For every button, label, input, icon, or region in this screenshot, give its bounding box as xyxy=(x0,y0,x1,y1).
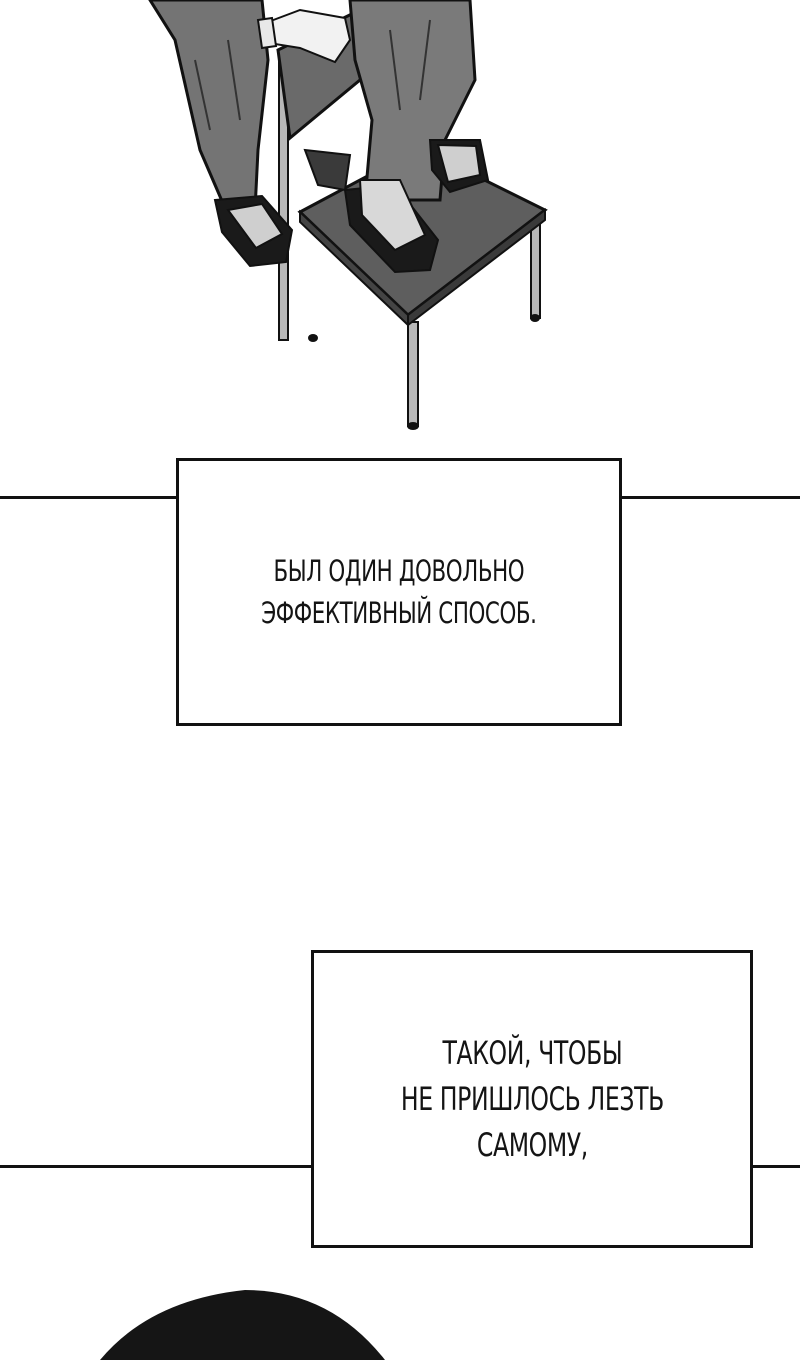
chair-front-leg xyxy=(407,321,419,427)
hand xyxy=(266,8,352,64)
chair-figure-art xyxy=(148,0,548,430)
caption-line: ЭФФЕКТИВНЫЙ СПОСОБ. xyxy=(261,596,537,630)
caption-text: БЫЛ ОДИН ДОВОЛЬНО ЭФФЕКТИВНЫЙ СПОСОБ. xyxy=(261,550,537,634)
chair-foot xyxy=(407,422,419,430)
divider-line xyxy=(0,1165,314,1168)
caption-text: ТАКОЙ, ЧТОБЫ НЕ ПРИШЛОСЬ ЛЕЗТЬ САМОМУ, xyxy=(400,1030,663,1168)
caption-line: НЕ ПРИШЛОСЬ ЛЕЗТЬ xyxy=(400,1080,664,1118)
caption-line: БЫЛ ОДИН ДОВОЛЬНО xyxy=(273,554,525,588)
hair-shape xyxy=(100,1290,385,1360)
divider-line xyxy=(620,496,800,499)
divider-line xyxy=(750,1165,800,1168)
caption-line: ТАКОЙ, ЧТОБЫ xyxy=(442,1034,622,1072)
caption-line: САМОМУ, xyxy=(476,1126,588,1164)
chair-back-leg-right xyxy=(530,219,541,319)
caption-box: ТАКОЙ, ЧТОБЫ НЕ ПРИШЛОСЬ ЛЕЗТЬ САМОМУ, xyxy=(311,950,753,1248)
left-pant-leg xyxy=(148,0,270,217)
caption-box: БЫЛ ОДИН ДОВОЛЬНО ЭФФЕКТИВНЫЙ СПОСОБ. xyxy=(176,458,622,726)
divider-line xyxy=(0,496,178,499)
chair-foot xyxy=(308,334,318,342)
chair-foot xyxy=(530,314,540,322)
